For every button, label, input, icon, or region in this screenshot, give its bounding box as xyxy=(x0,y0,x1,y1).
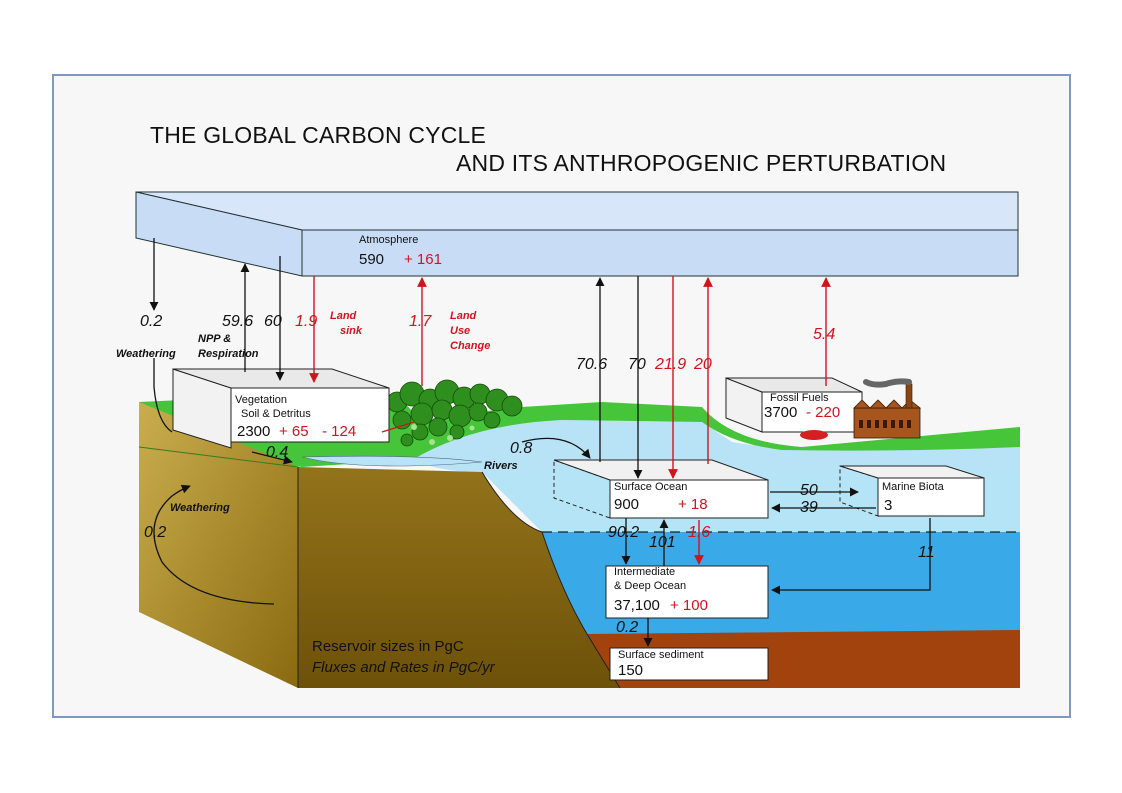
npp-label-2: Respiration xyxy=(198,348,259,360)
fossil-fuels-change: - 220 xyxy=(806,404,841,421)
ocean-surface-top xyxy=(412,420,1020,472)
flux-land-sink: 1.9 xyxy=(295,313,318,330)
arrow-rock-weathering xyxy=(153,484,275,605)
flux-weathering-atm: 0.2 xyxy=(140,313,163,330)
vegetation-change-1: + 65 xyxy=(279,423,309,440)
flux-rivers: 0.8 xyxy=(510,440,533,457)
marine-biota-label: Marine Biota xyxy=(882,481,944,493)
deep-ocean-size: 37,100 xyxy=(614,597,660,614)
vegetation-box xyxy=(230,387,390,443)
land-sink-label-1: Land xyxy=(330,310,357,322)
title-line-2: AND ITS ANTHROPOGENIC PERTURBATION xyxy=(456,150,947,176)
land-use-label-2: Use xyxy=(450,325,471,337)
arrow-rivers xyxy=(521,437,591,459)
flux-upwelling: 101 xyxy=(649,534,676,551)
deep-ocean-box xyxy=(605,565,769,619)
carbon-cycle-diagram xyxy=(135,191,1020,689)
car xyxy=(800,430,828,440)
flux-downwelling: 90.2 xyxy=(608,524,640,541)
sediment-size: 150 xyxy=(618,662,644,679)
atmosphere-change: + 161 xyxy=(404,251,442,268)
vegetation-change-2: - 124 xyxy=(322,423,357,440)
sediment-label: Surface sediment xyxy=(618,649,704,661)
flux-anthro-deep: 1.6 xyxy=(688,524,711,541)
flux-fossil: 5.4 xyxy=(813,326,836,343)
deep-ocean-label-1: Intermediate xyxy=(614,566,676,578)
arrow-bio-down xyxy=(771,518,931,595)
flux-resp: 60 xyxy=(264,313,282,330)
flux-npp: 59.6 xyxy=(222,313,254,330)
rock-weathering-label: Weathering xyxy=(170,502,230,514)
land-use-label-3: Change xyxy=(450,340,491,352)
flux-runoff: 0.4 xyxy=(266,444,289,461)
soil-front xyxy=(298,467,620,688)
flux-ocean-down: 70 xyxy=(628,356,646,373)
atmosphere-label: Atmosphere xyxy=(359,234,419,246)
title-line-1: THE GLOBAL CARBON CYCLE xyxy=(150,122,487,148)
vegetation-label-2: Soil & Detritus xyxy=(241,408,311,420)
flux-bio-to: 50 xyxy=(800,482,818,499)
land-use-label-1: Land xyxy=(450,310,477,322)
surface-ocean-box xyxy=(609,479,769,519)
flux-rock-weathering: 0.2 xyxy=(144,524,167,541)
marine-biota-size: 3 xyxy=(884,497,893,514)
fossil-fuels-label: Fossil Fuels xyxy=(770,392,829,404)
fossil-fuels-size: 3700 xyxy=(764,404,798,421)
river xyxy=(301,455,483,467)
surface-ocean-label: Surface Ocean xyxy=(614,481,688,493)
sediment-box xyxy=(609,647,769,681)
flux-bio-down: 11 xyxy=(918,544,935,561)
factory xyxy=(853,378,922,439)
npp-label-1: NPP & xyxy=(198,333,232,345)
figure-frame: THE GLOBAL CARBON CYCLE AND ITS ANTHROPO… xyxy=(52,74,1071,718)
rivers-label: Rivers xyxy=(484,460,518,472)
deep-ocean-change: + 100 xyxy=(670,597,708,614)
soil-top-edge xyxy=(139,402,298,688)
vegetation-label-1: Vegetation xyxy=(235,394,287,406)
deep-ocean-label-2: & Deep Ocean xyxy=(614,580,687,592)
atmosphere-front xyxy=(301,229,1019,277)
legend-reservoirs: Reservoir sizes in PgC xyxy=(312,638,464,655)
flux-ocean-up: 70.6 xyxy=(576,356,608,373)
land-sink-label-2: sink xyxy=(340,325,363,337)
atmosphere-size: 590 xyxy=(359,251,385,268)
flux-land-use: 1.7 xyxy=(409,313,432,330)
marine-biota-box xyxy=(877,477,985,517)
legend-fluxes: Fluxes and Rates in PgC/yr xyxy=(312,659,495,676)
flux-ocean-anthro-down: 21.9 xyxy=(655,356,687,373)
vegetation-size: 2300 xyxy=(237,423,271,440)
arrow-runoff xyxy=(251,451,293,465)
forest xyxy=(386,379,523,447)
flux-ocean-anthro-up: 20 xyxy=(694,356,712,373)
weathering-label-atm: Weathering xyxy=(116,348,176,360)
flux-sedimentation: 0.2 xyxy=(616,619,639,636)
surface-ocean-change: + 18 xyxy=(678,496,708,513)
flux-bio-from: 39 xyxy=(800,499,818,516)
surface-ocean-size: 900 xyxy=(614,496,640,513)
